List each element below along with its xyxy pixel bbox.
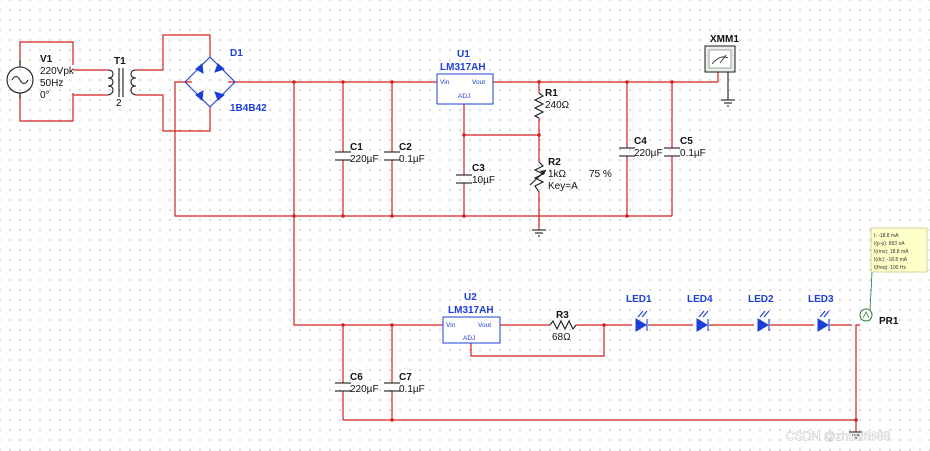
- r2-ref: R2: [548, 157, 561, 168]
- junctions: [292, 80, 858, 422]
- c6-capacitor[interactable]: C6 220µF: [335, 372, 379, 395]
- led4[interactable]: LED4: [687, 294, 713, 332]
- c4-ref: C4: [634, 136, 647, 147]
- u2-ref: U2: [464, 292, 477, 303]
- r3-resistor[interactable]: R3 68Ω: [549, 310, 577, 343]
- c5-value: 0.1µF: [680, 148, 706, 159]
- t1-transformer[interactable]: T1 2: [107, 56, 137, 109]
- meter-dial-icon: [711, 56, 729, 65]
- u2-pin-vout: Vout: [478, 322, 491, 329]
- c6-value: 220µF: [350, 384, 379, 395]
- c7-ref: C7: [399, 372, 412, 383]
- r1-value: 240Ω: [545, 100, 570, 111]
- d1-bridge-rectifier[interactable]: D1 1B4B42: [184, 48, 267, 114]
- c5-capacitor[interactable]: C5 0.1µF: [664, 136, 706, 159]
- d1-part: 1B4B42: [230, 103, 267, 114]
- c3-ref: C3: [472, 163, 485, 174]
- c4-capacitor[interactable]: C4 220µF: [619, 136, 663, 159]
- c1-ref: C1: [350, 142, 363, 153]
- led3[interactable]: LED3: [808, 294, 834, 332]
- c4-value: 220µF: [634, 148, 663, 159]
- xmm1-ref: XMM1: [710, 34, 739, 45]
- wire-u2-in: [293, 82, 443, 326]
- t1-ref: T1: [114, 56, 126, 67]
- r3-value: 68Ω: [552, 332, 571, 343]
- wires: [19, 34, 860, 432]
- r2-potentiometer[interactable]: R2 1kΩ Key=A 75 %: [529, 157, 612, 193]
- led-emit-icon: [819, 310, 830, 318]
- v1-freq: 50Hz: [40, 78, 63, 89]
- ac-sine-icon: [11, 75, 29, 85]
- probe-line: I(rms): 18.8 mA: [874, 249, 909, 255]
- u1-pin-adj: ADJ: [458, 93, 470, 100]
- led2[interactable]: LED2: [748, 294, 774, 332]
- probe-icon: [862, 311, 870, 319]
- c7-capacitor[interactable]: C7 0.1µF: [384, 372, 425, 395]
- wire-v1-top: [19, 41, 74, 65]
- probe-line: I(p-p): 893 nA: [874, 241, 905, 247]
- wire-t1-bridge-bottom: [136, 94, 211, 132]
- u2-pin-vin: Vin: [446, 322, 456, 329]
- u1-pin-vout: Vout: [472, 79, 485, 86]
- pr1-current-probe[interactable]: PR1: [859, 271, 899, 327]
- probe-line: I(dc): -18.8 mA: [874, 257, 908, 263]
- u2-regulator[interactable]: U2 LM317AH Vin Vout ADJ: [442, 292, 501, 344]
- v1-ref: V1: [40, 54, 53, 65]
- c5-ref: C5: [680, 136, 693, 147]
- led-emit-icon: [759, 310, 770, 318]
- r1-resistor[interactable]: R1 240Ω: [533, 88, 570, 119]
- u1-ref: U1: [457, 49, 470, 60]
- probe-readout-box: I: -18.8 mA I(p-p): 893 nA I(rms): 18.8 …: [870, 227, 928, 273]
- u1-regulator[interactable]: U1 LM317AH Vin Vout ADJ: [436, 49, 494, 105]
- c1-capacitor[interactable]: C1 220µF: [335, 142, 379, 165]
- probe-line: I(freq): 100 Hz: [874, 265, 906, 271]
- ground-r2: [532, 229, 546, 237]
- u1-part: LM317AH: [440, 62, 486, 73]
- t1-pin: 2: [116, 98, 122, 109]
- u2-part: LM317AH: [448, 305, 494, 316]
- v1-ac-source[interactable]: V1 220Vpk 50Hz 0°: [6, 54, 75, 101]
- led-emit-icon: [637, 310, 648, 318]
- c7-value: 0.1µF: [399, 384, 425, 395]
- probe-line: I: -18.8 mA: [874, 233, 899, 239]
- c1-value: 220µF: [350, 154, 379, 165]
- r3-ref: R3: [556, 310, 569, 321]
- c6-ref: C6: [350, 372, 363, 383]
- c3-value: 10µF: [472, 175, 495, 186]
- wire-ground-bus: [174, 81, 672, 217]
- u1-pin-vin: Vin: [440, 79, 450, 86]
- r2-value: 1kΩ: [548, 169, 567, 180]
- v1-phase: 0°: [40, 90, 50, 101]
- c2-value: 0.1µF: [399, 154, 425, 165]
- led2-ref: LED2: [748, 294, 774, 305]
- u2-pin-adj: ADJ: [463, 335, 475, 342]
- wire-v1-bottom: [19, 93, 74, 122]
- watermark: CSDN @zhusi6688: [786, 429, 891, 443]
- led3-ref: LED3: [808, 294, 834, 305]
- d1-ref: D1: [230, 48, 243, 59]
- led1-ref: LED1: [626, 294, 652, 305]
- led-emit-icon: [698, 310, 709, 318]
- pr1-ref: PR1: [879, 316, 899, 327]
- r1-ref: R1: [545, 88, 558, 99]
- r2-key: Key=A: [548, 181, 578, 192]
- c2-ref: C2: [399, 142, 412, 153]
- xmm1-multimeter[interactable]: XMM1: [704, 34, 739, 107]
- v1-value: 220Vpk: [40, 66, 75, 77]
- c3-capacitor[interactable]: C3 10µF: [456, 163, 495, 186]
- wire-t1-bridge-top: [136, 34, 211, 71]
- led1[interactable]: LED1: [626, 294, 652, 332]
- r2-percent: 75 %: [589, 169, 612, 180]
- led4-ref: LED4: [687, 294, 713, 305]
- c2-capacitor[interactable]: C2 0.1µF: [384, 142, 425, 165]
- ground-bottom: [849, 431, 863, 439]
